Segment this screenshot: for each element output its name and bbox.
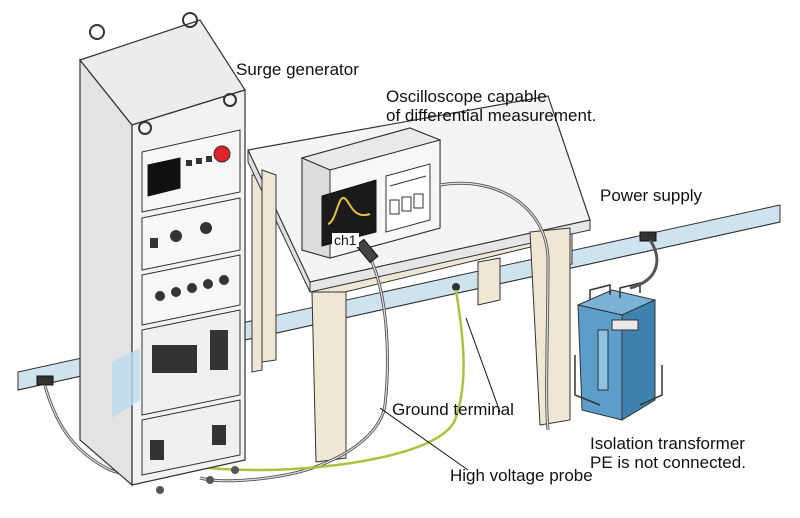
ground-terminal-label: Ground terminal bbox=[392, 400, 514, 419]
oscilloscope-screen bbox=[321, 179, 377, 247]
ground-wire bbox=[159, 283, 465, 472]
surge-generator-label: Surge generator bbox=[236, 60, 359, 79]
left-wall-outlet bbox=[36, 375, 54, 386]
isolation-transformer-label-line1: Isolation transformer bbox=[590, 434, 745, 453]
waveform-trace bbox=[327, 197, 371, 225]
oscilloscope-power-cord bbox=[439, 181, 550, 431]
cable-guide-panel bbox=[112, 348, 140, 418]
power-supply-outlet bbox=[639, 231, 657, 242]
power-supply-label: Power supply bbox=[600, 186, 703, 205]
screen-channel-label: ch1 bbox=[332, 232, 359, 248]
oscilloscope bbox=[300, 127, 442, 259]
surge-generator-rack bbox=[78, 12, 246, 494]
leader-lines bbox=[379, 317, 501, 471]
oscilloscope-label-line2: of differential measurement. bbox=[386, 106, 597, 125]
high-voltage-probe bbox=[199, 238, 389, 483]
oscilloscope-label-line1: Oscilloscope capable bbox=[386, 87, 547, 106]
high-voltage-probe-label: High voltage probe bbox=[450, 466, 593, 485]
ground-terminal-point bbox=[452, 283, 460, 291]
isolation-transformer bbox=[574, 239, 663, 421]
isolation-transformer-label-line2: PE is not connected. bbox=[590, 453, 746, 472]
